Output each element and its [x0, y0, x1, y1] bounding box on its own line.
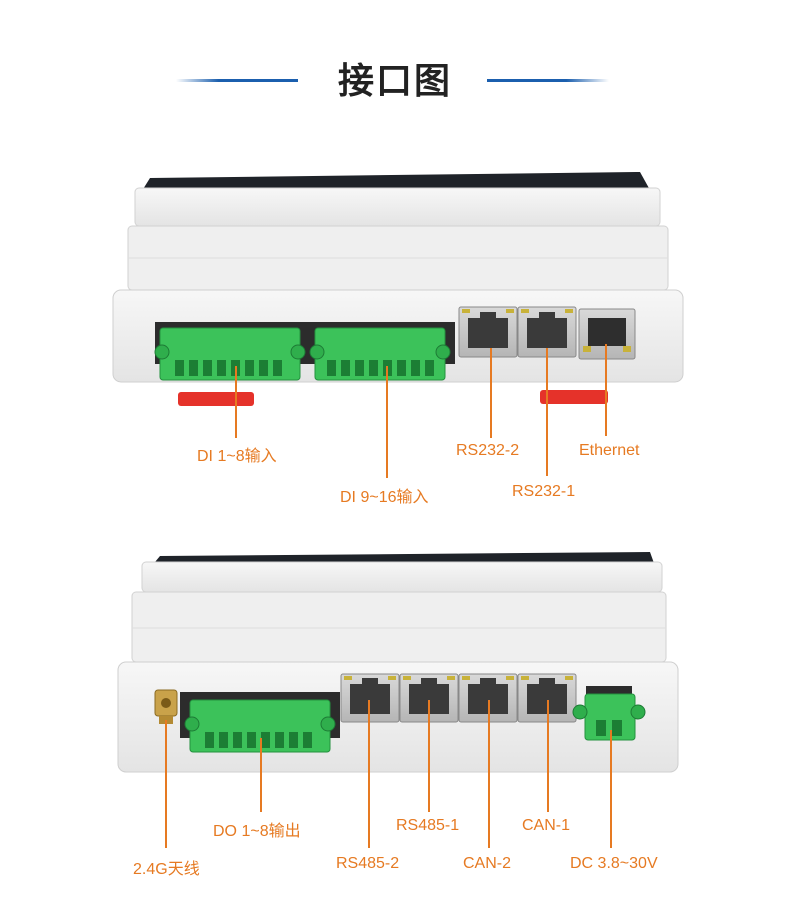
label-di-1-8: DI 1~8输入	[197, 448, 277, 465]
title-rule-right	[487, 79, 609, 82]
rs232-2-port	[458, 306, 518, 358]
label-do-1-8: DO 1~8输出	[213, 823, 301, 840]
label-antenna: 2.4G天线	[133, 861, 200, 878]
leader-rs232-1	[546, 348, 548, 476]
label-ethernet: Ethernet	[579, 442, 640, 459]
bottom-device	[117, 552, 679, 773]
label-rs485-2: RS485-2	[336, 855, 400, 872]
label-rs485-1: RS485-1	[396, 817, 460, 834]
ethernet-port	[578, 308, 636, 360]
rs485-2-port	[340, 673, 400, 723]
title-rule-left	[176, 79, 298, 82]
do-1-8-terminal	[184, 699, 336, 753]
can-2-port	[458, 673, 518, 723]
leader-do-1-8	[260, 738, 262, 812]
leader-antenna	[165, 720, 167, 848]
rs232-1-port	[517, 306, 577, 358]
leader-can-1	[547, 700, 549, 812]
leader-di-1-8	[235, 366, 237, 438]
leader-ethernet	[605, 344, 607, 436]
leader-rs485-1	[428, 700, 430, 812]
leader-can-2	[488, 700, 490, 848]
top-device	[112, 172, 684, 406]
di-1-8-terminal	[154, 327, 306, 381]
leader-dc	[610, 730, 612, 848]
di-9-16-terminal	[309, 327, 451, 381]
label-can-2: CAN-2	[463, 855, 512, 872]
leader-di-9-16	[386, 366, 388, 478]
label-rs232-1: RS232-1	[512, 483, 576, 500]
label-rs232-2: RS232-2	[456, 442, 520, 459]
label-can-1: CAN-1	[522, 817, 571, 834]
dc-power-terminal	[572, 686, 646, 741]
label-di-9-16: DI 9~16输入	[340, 489, 429, 506]
leader-rs485-2	[368, 700, 370, 848]
page-title: 接口图	[337, 61, 452, 102]
leader-rs232-2	[490, 348, 492, 438]
label-dc: DC 3.8~30V	[570, 855, 658, 872]
